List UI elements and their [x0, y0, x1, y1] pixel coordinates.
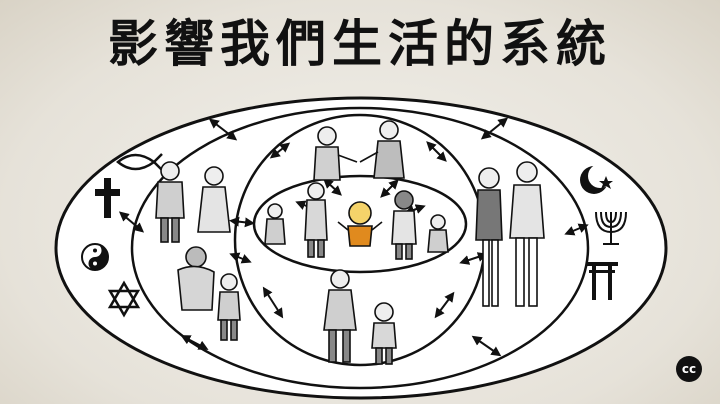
figure-child-center [337, 201, 383, 247]
figure-left-man [155, 161, 185, 243]
yin-yang-icon [81, 243, 109, 271]
figure-bottom-woman [323, 269, 357, 363]
arrow [380, 179, 399, 198]
arrow [229, 252, 252, 264]
cross-icon [95, 178, 120, 218]
figure-inner-right-2 [427, 214, 449, 253]
arrow [564, 223, 589, 236]
arrow [323, 178, 342, 196]
figure-left-bottom-woman [177, 246, 215, 311]
page-title: 影響我們生活的系統 [108, 15, 612, 73]
figure-right-man [509, 161, 545, 307]
arrow [180, 335, 209, 350]
figures [155, 120, 545, 365]
arrow [118, 211, 145, 233]
arrow [262, 286, 284, 319]
arrow [434, 291, 455, 319]
menorah-icon [595, 211, 627, 245]
arrow [426, 141, 447, 162]
figure-inner-left-1 [264, 203, 286, 245]
figure-inner-right-1 [391, 190, 417, 260]
figure-left-woman [197, 166, 231, 233]
figure-left-bottom-child [217, 273, 241, 341]
arrow [208, 118, 238, 141]
arrow [459, 252, 488, 265]
arrow [269, 142, 291, 159]
figure-top-right [359, 120, 405, 179]
figure-top-left [313, 126, 358, 181]
star-of-david-icon [107, 280, 141, 318]
crescent-star-icon [580, 164, 613, 194]
cc-badge: cc [676, 356, 702, 382]
arrow [471, 335, 502, 357]
figure-right-woman [475, 167, 503, 307]
arrow [480, 117, 509, 140]
figure-inner-left-2 [304, 182, 328, 258]
arrow [229, 216, 255, 228]
torii-icon [586, 262, 618, 300]
figure-bottom-child [371, 302, 397, 365]
